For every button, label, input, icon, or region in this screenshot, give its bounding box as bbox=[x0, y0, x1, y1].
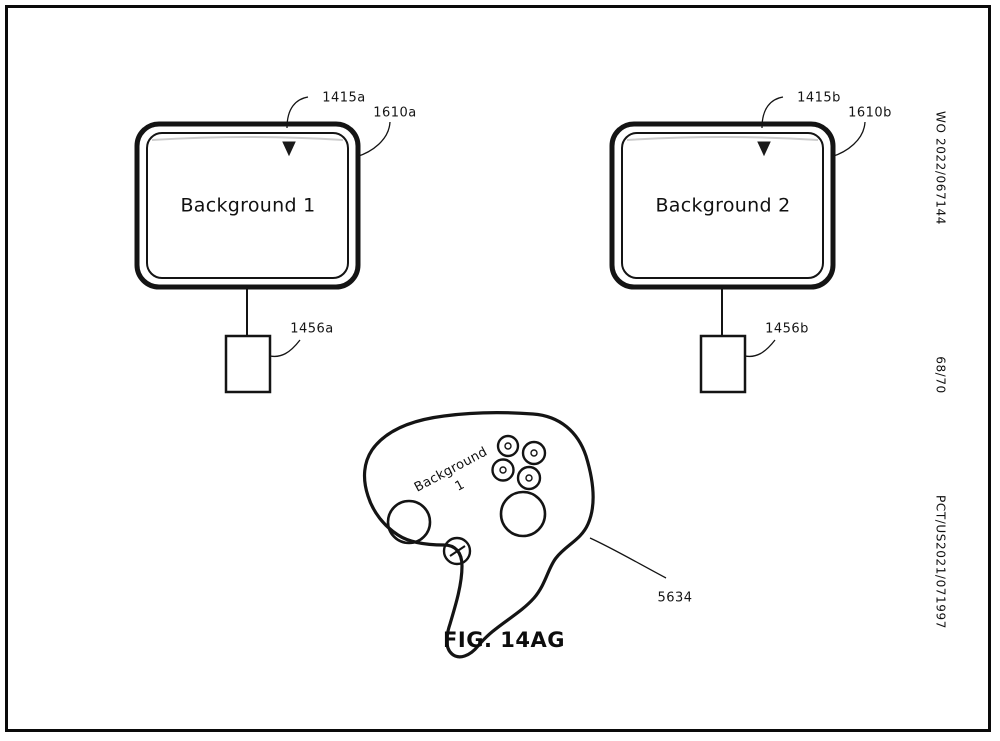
controller-ref-leader bbox=[589, 537, 667, 579]
menu-button[interactable] bbox=[442, 536, 472, 566]
right-thumbstick[interactable] bbox=[499, 490, 547, 538]
controller-label-line2: 1 bbox=[453, 477, 468, 494]
page-number: 68/70 bbox=[934, 356, 948, 394]
application-number: PCT/US2021/071997 bbox=[934, 495, 948, 629]
display-b-screen-highlight bbox=[626, 136, 819, 141]
figure-caption: FIG. 14AG bbox=[443, 628, 565, 652]
display-a-device-leader bbox=[355, 121, 391, 158]
display-a-base-ref: 1456a bbox=[290, 322, 334, 337]
page-border-frame bbox=[5, 5, 991, 732]
controller-face-buttons bbox=[491, 434, 547, 491]
menu-button-slash-icon bbox=[449, 545, 466, 557]
display-b-bezel-leader bbox=[761, 96, 784, 129]
display-a-bezel bbox=[134, 121, 361, 290]
face-button-right-inner bbox=[530, 449, 538, 457]
controller-body bbox=[362, 411, 595, 659]
display-a-screen-label: Background 1 bbox=[180, 195, 315, 217]
display-a-device-ref: 1610a bbox=[373, 106, 417, 121]
face-button-left[interactable] bbox=[491, 458, 515, 482]
left-thumbstick[interactable] bbox=[386, 499, 432, 545]
game-controller: Background 1 5634 bbox=[362, 411, 692, 659]
display-a-base-leader bbox=[269, 339, 301, 358]
face-button-top-inner bbox=[504, 442, 512, 450]
display-unit-b: 1415b 1610b 1456b Background 2 bbox=[609, 91, 892, 394]
display-b-base-ref: 1456b bbox=[765, 322, 809, 337]
display-b-device-ref: 1610b bbox=[848, 106, 892, 121]
controller-ref: 5634 bbox=[657, 591, 692, 606]
face-button-left-inner bbox=[499, 466, 507, 474]
display-a-bezel-leader bbox=[286, 96, 309, 129]
display-unit-a: 1415a 1610a 1456a Background 1 bbox=[134, 91, 417, 394]
display-b-bezel bbox=[609, 121, 836, 290]
publication-number: WO 2022/067144 bbox=[934, 111, 948, 225]
display-a-screen[interactable] bbox=[146, 132, 349, 279]
display-b-screen-label: Background 2 bbox=[655, 195, 790, 217]
display-a-camera-icon bbox=[282, 141, 296, 157]
display-b-bezel-ref: 1415b bbox=[797, 91, 841, 106]
display-a-bezel-ref: 1415a bbox=[322, 91, 366, 106]
display-b-camera-icon bbox=[757, 141, 771, 157]
display-b-base-leader bbox=[744, 339, 776, 358]
face-button-top[interactable] bbox=[496, 434, 520, 458]
controller-label-line1: Background bbox=[412, 444, 490, 495]
display-b-device-leader bbox=[830, 121, 866, 158]
face-button-bottom-inner bbox=[525, 474, 533, 482]
display-a-screen-highlight bbox=[151, 136, 344, 141]
display-b-base bbox=[699, 334, 747, 394]
display-b-screen[interactable] bbox=[621, 132, 824, 279]
display-a-base bbox=[224, 334, 272, 394]
face-button-right[interactable] bbox=[521, 440, 547, 466]
face-button-bottom[interactable] bbox=[516, 465, 542, 491]
